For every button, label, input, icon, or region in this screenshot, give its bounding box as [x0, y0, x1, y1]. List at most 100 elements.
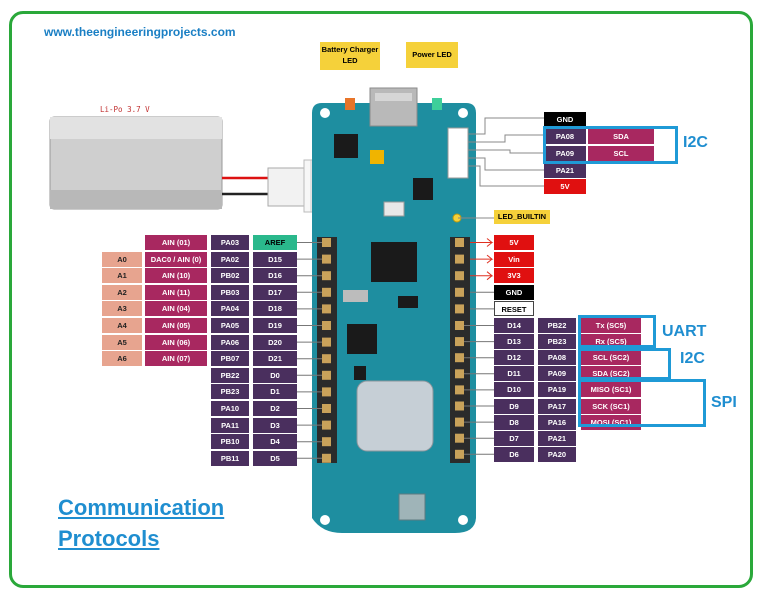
- pin-label: AREF: [253, 235, 297, 250]
- ain-label: AIN (11): [145, 284, 207, 300]
- right-pin-pad: [455, 449, 464, 459]
- left-pin-pad: [322, 287, 331, 297]
- top-func-label: SCL: [588, 146, 654, 161]
- right-pin-pad: [455, 238, 464, 247]
- port-label: PA05: [211, 318, 249, 333]
- port-label: PB23: [211, 384, 249, 400]
- left-pin-pad: [322, 304, 331, 314]
- port-label: PA04: [211, 301, 249, 317]
- right-port-label: PA20: [538, 446, 576, 462]
- port-label: PA06: [211, 334, 249, 350]
- right-pin-label: D13: [494, 334, 534, 350]
- ain-label: AIN (07): [145, 351, 207, 367]
- pin-label: D1: [253, 384, 297, 400]
- left-pin-pad: [322, 387, 331, 397]
- port-label: PA10: [211, 401, 249, 416]
- left-pin-pad: [322, 321, 331, 330]
- pin-label: D15: [253, 251, 297, 267]
- power-label: Vin: [494, 251, 534, 267]
- analog-label: A1: [102, 268, 142, 284]
- left-pin-pad: [322, 437, 331, 447]
- right-pin-label: D10: [494, 382, 534, 398]
- right-pin-pad: [455, 385, 464, 395]
- analog-label: A6: [102, 351, 142, 367]
- right-pin-label: D12: [494, 350, 534, 366]
- pin-label: D21: [253, 351, 297, 367]
- uart-label: UART: [662, 323, 707, 340]
- ain-label: AIN (05): [145, 318, 207, 333]
- ain-label: AIN (04): [145, 301, 207, 317]
- power-arrow: [470, 238, 494, 247]
- left-pin-pad: [322, 354, 331, 364]
- port-label: PA11: [211, 417, 249, 433]
- power-label: 3V3: [494, 268, 534, 284]
- title-protocols: Protocols: [58, 526, 160, 551]
- header-pins: [297, 238, 494, 463]
- right-pin-pad: [455, 304, 464, 314]
- right-pin-pad: [455, 401, 464, 411]
- right-port-label: PA17: [538, 398, 576, 414]
- right-pin-pad: [455, 369, 464, 379]
- right-port-label: PA19: [538, 382, 576, 398]
- top-port-label: PA09: [544, 146, 586, 161]
- ain-label: AIN (01): [145, 235, 207, 250]
- i2c-label: I2C: [680, 350, 705, 367]
- ain-label: AIN (06): [145, 334, 207, 350]
- right-port-label: PA21: [538, 430, 576, 446]
- power-arrow: [470, 254, 494, 264]
- right-pin-pad: [455, 337, 464, 347]
- power-label: GND: [494, 284, 534, 300]
- analog-label: A0: [102, 251, 142, 267]
- pin-label: D0: [253, 367, 297, 383]
- i2c-top-box: [543, 126, 678, 164]
- port-label: PB02: [211, 268, 249, 284]
- analog-label: A4: [102, 318, 142, 333]
- left-pin-pad: [322, 420, 331, 430]
- right-func-label: SCK (SC1): [581, 398, 641, 414]
- right-pin-label: D6: [494, 446, 534, 462]
- right-pin-label: D11: [494, 366, 534, 382]
- website-url: www.theengineeringprojects.com: [44, 25, 236, 39]
- port-label: PB10: [211, 434, 249, 450]
- analog-label: A5: [102, 334, 142, 350]
- pin-label: D5: [253, 450, 297, 466]
- outer-frame: [9, 11, 753, 588]
- right-func-label: MISO (SC1): [581, 382, 641, 398]
- right-port-label: PA09: [538, 366, 576, 382]
- spi-label: SPI: [711, 394, 737, 411]
- right-func-label: Tx (SC5): [581, 318, 641, 333]
- right-pin-pad: [455, 321, 464, 330]
- ain-label: AIN (10): [145, 268, 207, 284]
- top-gnd-label: GND: [544, 112, 586, 127]
- power-arrows: [470, 238, 494, 310]
- i2c-box: [578, 348, 671, 380]
- top-func-label: SDA: [588, 129, 654, 144]
- pin-label: D17: [253, 284, 297, 300]
- right-pin-label: D9: [494, 398, 534, 414]
- top-pa21-label: PA21: [544, 163, 586, 178]
- right-pin-label: D8: [494, 414, 534, 430]
- pin-label: D3: [253, 417, 297, 433]
- right-pin-label: D14: [494, 318, 534, 333]
- port-label: PA02: [211, 251, 249, 267]
- right-pin-pad: [455, 417, 464, 427]
- port-label: PB03: [211, 284, 249, 300]
- right-func-label: SCL (SC2): [581, 350, 641, 366]
- pin-label: D20: [253, 334, 297, 350]
- right-pin-pad: [455, 254, 464, 264]
- left-pin-pad: [322, 404, 331, 413]
- power-label: 5V: [494, 235, 534, 250]
- top-5v-label: 5V: [544, 179, 586, 194]
- led-builtin-callout: LED_BUILTIN: [494, 210, 550, 224]
- analog-label: A3: [102, 301, 142, 317]
- top-port-label: PA08: [544, 129, 586, 144]
- pin-label: D18: [253, 301, 297, 317]
- right-pin-pad: [455, 353, 464, 363]
- left-pin-pad: [322, 254, 331, 264]
- right-pin-pad: [455, 287, 464, 297]
- right-port-label: PA16: [538, 414, 576, 430]
- power-arrow: [470, 271, 494, 281]
- battery-charger-led-callout: Battery Charger LED: [320, 42, 380, 70]
- port-label: PB11: [211, 450, 249, 466]
